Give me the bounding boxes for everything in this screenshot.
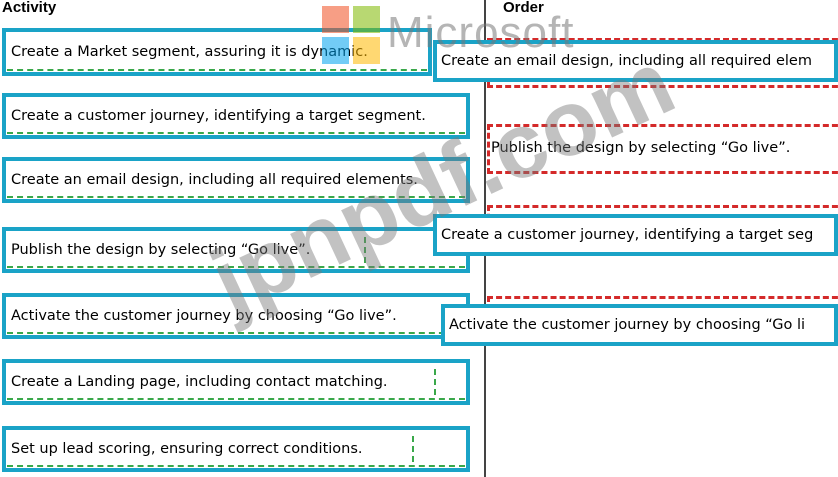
activity-item-label: Activate the customer journey by choosin… (11, 308, 397, 324)
microsoft-watermark: Microsoft (387, 8, 575, 57)
microsoft-logo-icon (322, 6, 382, 64)
activity-item[interactable]: Create a Landing page, including contact… (2, 359, 470, 405)
activity-item[interactable]: Create an email design, including all re… (2, 157, 470, 203)
order-slot-2[interactable] (487, 124, 838, 174)
activity-item-label: Publish the design by selecting “Go live… (11, 242, 311, 258)
order-placed-item[interactable]: Create a customer journey, identifying a… (433, 214, 838, 256)
order-item-label: Activate the customer journey by choosin… (449, 317, 806, 333)
activity-item[interactable]: Activate the customer journey by choosin… (2, 293, 470, 339)
order-header: Order (503, 0, 544, 16)
order-item-label: Publish the design by selecting “Go live… (491, 140, 791, 156)
order-item-label: Create a customer journey, identifying a… (441, 227, 814, 243)
order-item-label: Create an email design, including all re… (441, 53, 812, 69)
activity-item-label: Create a Landing page, including contact… (11, 374, 388, 390)
activity-item[interactable]: Create a customer journey, identifying a… (2, 93, 470, 139)
order-placed-item[interactable]: Create an email design, including all re… (433, 40, 838, 82)
activity-item-label: Create an email design, including all re… (11, 172, 418, 188)
activity-item-label: Create a customer journey, identifying a… (11, 108, 426, 124)
activity-item-label: Set up lead scoring, ensuring correct co… (11, 441, 363, 457)
activity-item[interactable]: Set up lead scoring, ensuring correct co… (2, 426, 470, 472)
activity-item-label: Create a Market segment, assuring it is … (11, 44, 368, 60)
activity-header: Activity (2, 0, 57, 16)
order-placed-item[interactable]: Activate the customer journey by choosin… (441, 304, 838, 346)
activity-item[interactable]: Publish the design by selecting “Go live… (2, 227, 470, 273)
